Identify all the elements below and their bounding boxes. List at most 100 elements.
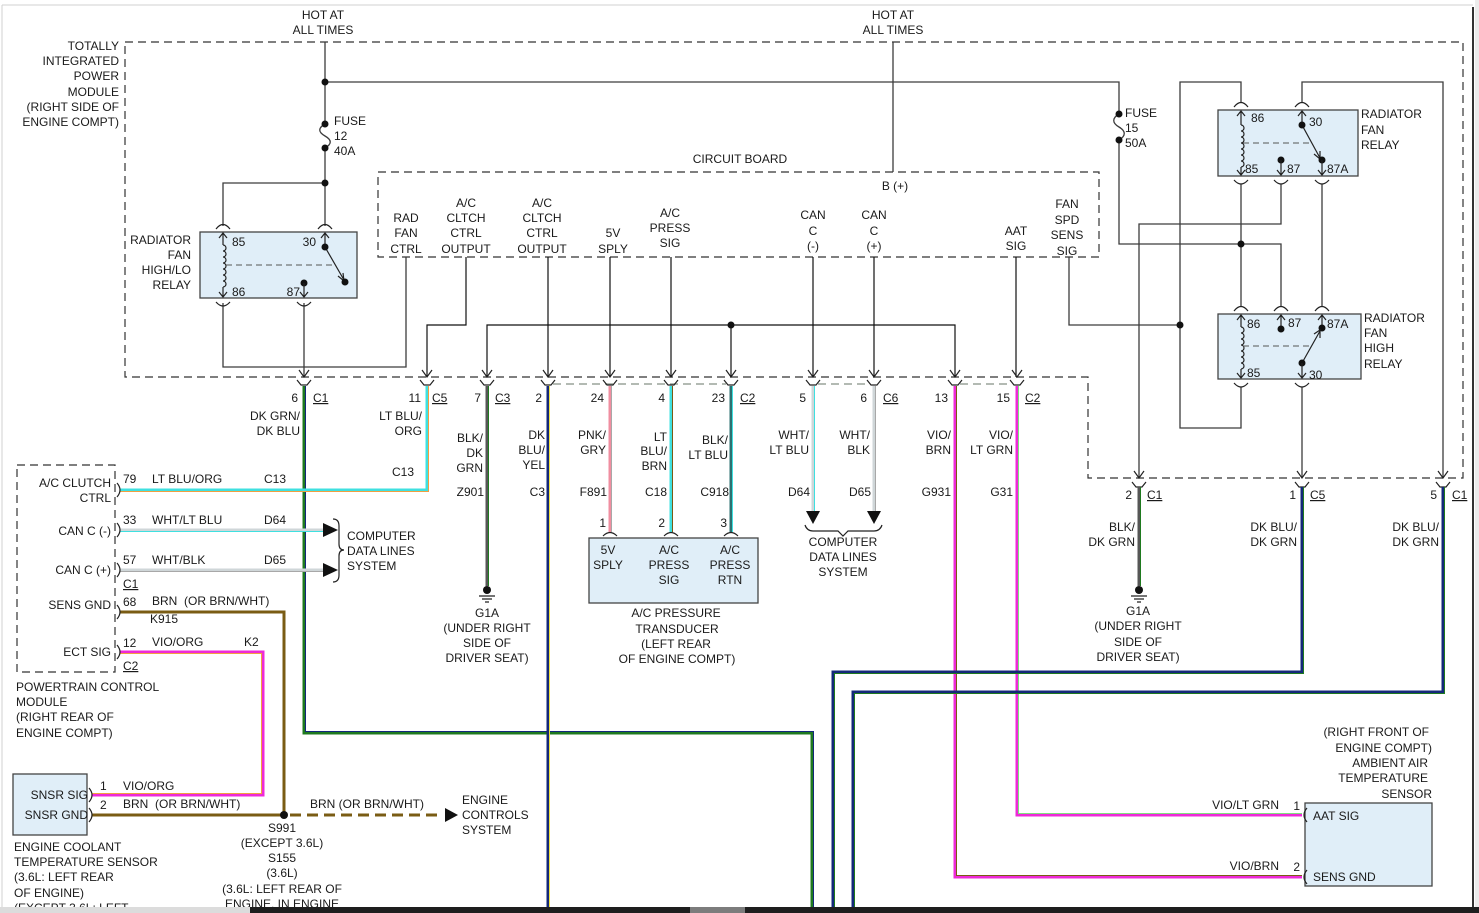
ground-icon <box>483 586 491 594</box>
circuit-label: D64 <box>264 513 286 527</box>
wire-path <box>851 487 1445 907</box>
pin-number: 57 <box>123 553 137 567</box>
relay-high: 86 87 87A 85 30 RADIATOR FAN HIGH RELAY <box>1217 305 1425 388</box>
horizontal-scrollbar[interactable] <box>0 907 1479 913</box>
relay-name: FAN <box>1361 123 1384 137</box>
engine-coolant-temperature-sensor: SNSR SIG SNSR GND 1 VIO/ORG 2 BRN (OR BR… <box>12 773 240 913</box>
signal-label: AAT <box>1005 224 1028 238</box>
connector-label: C1 <box>313 391 329 405</box>
pin-function: PRESS <box>649 558 690 572</box>
wire-blk-dk-grn-right <box>1137 487 1141 586</box>
component-name: (RIGHT REAR OF <box>16 710 114 724</box>
fuse-icon <box>319 123 331 149</box>
signal-5v-sply: 5V SPLY <box>598 226 628 256</box>
wire-color-label: BLK/ <box>1109 520 1136 534</box>
arrow-down-icon <box>1236 369 1246 379</box>
pin-label: 30 <box>1309 368 1323 382</box>
signal-label: A/C <box>456 196 476 210</box>
component-name: TRANSDUCER <box>635 622 719 636</box>
component-name: (3.6L: LEFT REAR <box>14 870 114 884</box>
circuit-label: K2 <box>244 635 259 649</box>
label-line: ALL TIMES <box>863 23 924 37</box>
wire-color-label: BLK <box>847 443 870 457</box>
pin-function: A/C CLUTCH <box>39 476 111 490</box>
splice-label: (3.6L: LEFT REAR OF <box>222 882 342 896</box>
wire-color-label: VIO/ <box>989 428 1014 442</box>
connector-label: C1 <box>1147 488 1163 502</box>
arrow-up-icon <box>218 232 228 245</box>
scrollbar-track-left[interactable] <box>0 907 250 913</box>
signal-label: CTRL <box>526 226 558 240</box>
wire-vio-lt-grn <box>1015 386 1302 817</box>
connector-label: C2 <box>740 391 756 405</box>
scrollbar-track[interactable] <box>250 907 1479 913</box>
label-line: (RIGHT SIDE OF <box>27 100 119 114</box>
arrow-down-icon <box>1297 363 1307 379</box>
pin-function: CAN C (+) <box>55 563 111 577</box>
engine-controls-system: BRN (OR BRN/WHT) ENGINE CONTROLS SYSTEM <box>310 793 529 837</box>
connector-icon <box>602 531 739 537</box>
pin-function: RTN <box>718 573 742 587</box>
pin-label: 87A <box>1327 317 1348 331</box>
component-name: ENGINE COMPT) <box>1335 741 1432 755</box>
wire-blk-dk-grn-left <box>485 386 489 586</box>
component-name: TEMPERATURE <box>1338 771 1428 785</box>
relay-name: RADIATOR <box>1364 311 1425 325</box>
signal-label: (-) <box>807 239 819 253</box>
scrollbar-thumb[interactable] <box>690 907 745 913</box>
fuse-number: 12 <box>334 129 348 143</box>
relay-name: RELAY <box>1364 357 1402 371</box>
relay-name: HIGH <box>1364 341 1394 355</box>
wire-color-label: BRN (OR BRN/WHT) <box>152 594 269 608</box>
relay-name: FAN <box>1364 326 1387 340</box>
connector-label: C5 <box>1310 488 1326 502</box>
ground-g1a-right: G1A (UNDER RIGHT SIDE OF DRIVER SEAT) <box>1094 586 1182 664</box>
component-body <box>1304 802 1433 887</box>
coil-icon <box>1240 124 1245 168</box>
label-line: ALL TIMES <box>293 23 354 37</box>
wire-blk-lt-blu <box>729 386 733 532</box>
wire-path <box>831 487 1304 907</box>
pin-number: 6 <box>291 391 298 405</box>
power-bus <box>325 81 1120 114</box>
circuit-label: K915 <box>150 612 178 626</box>
powertrain-control-module: A/C CLUTCH CTRL CAN C (-) CAN C (+) SENS… <box>16 464 286 740</box>
wire-color-label: LT BLU/ <box>379 409 423 423</box>
wire-stripe <box>834 487 1304 907</box>
arrow-down-icon <box>1317 160 1327 176</box>
fuse-label: FUSE <box>334 114 366 128</box>
contact-dot <box>341 278 349 286</box>
pin-function: A/C <box>659 543 679 557</box>
wire-wht-lt-blu-d64 <box>811 386 815 512</box>
pin-number: 13 <box>935 391 949 405</box>
signal-label: SPD <box>1055 213 1080 227</box>
connector-icon <box>1303 807 1308 885</box>
wire-color-label: VIO/BRN <box>1230 859 1279 873</box>
wire-color-label: LT BLU <box>769 443 809 457</box>
splice-label: S991 <box>268 821 296 835</box>
contact-dot <box>321 243 329 251</box>
ground-icon <box>479 595 495 603</box>
wire-path <box>953 386 1302 879</box>
component-name: A/C PRESSURE <box>631 606 720 620</box>
pin-number: 2 <box>1125 488 1132 502</box>
pin-label: 86 <box>1247 317 1261 331</box>
wire-path <box>120 610 286 815</box>
ground-location: SIDE OF <box>463 636 511 650</box>
wire-color-label: VIO/ <box>927 428 952 442</box>
board-signals: RAD FAN CTRL A/C CLTCH CTRL OUTPUT A/C C… <box>390 196 1083 258</box>
wire-vio-brn <box>953 386 1302 879</box>
wire-color-label: DK <box>528 428 545 442</box>
component-body <box>16 464 116 673</box>
wire-dk-blu-dk-grn-c5 <box>831 487 1304 907</box>
connector-label: C1 <box>1452 488 1468 502</box>
signal-aat-sig: AAT SIG <box>1005 224 1028 253</box>
b-plus-label: B (+) <box>882 179 908 193</box>
pin-function: SENS GND <box>48 598 111 612</box>
system-label: ENGINE <box>462 793 508 807</box>
tipm-connector-labels: 6 C1 DK GRN/ DK BLU 11 C5 LT BLU/ ORG C1… <box>250 391 1468 549</box>
component-name: SENSOR <box>1381 787 1432 801</box>
wire-color-label: DK BLU <box>257 424 300 438</box>
fuse-terminal <box>321 144 329 152</box>
relay-body <box>1217 313 1362 380</box>
